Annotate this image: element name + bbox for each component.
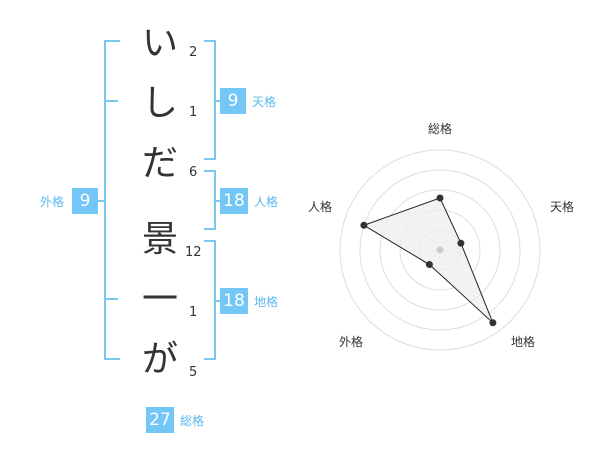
radar-label-jinkaku: 人格 bbox=[308, 200, 333, 214]
radar-point-tenkaku bbox=[457, 239, 465, 247]
radar-point-soukaku bbox=[436, 194, 444, 202]
radar-label-gaikaku: 外格 bbox=[339, 335, 364, 349]
jinkaku-label: 人格 bbox=[254, 195, 279, 209]
stroke-count-2: 1 bbox=[189, 105, 198, 120]
radar-point-chikaku bbox=[489, 319, 497, 327]
tenkaku-label: 天格 bbox=[252, 95, 277, 109]
name-char-5: 一 bbox=[141, 279, 178, 320]
radar-ring bbox=[379, 189, 501, 311]
radar-ring bbox=[359, 169, 521, 331]
soukaku-value: 27 bbox=[146, 407, 174, 433]
name-char-4: 景 bbox=[141, 219, 178, 260]
radar-label-chikaku: 地格 bbox=[511, 335, 536, 349]
soukaku-label: 総格 bbox=[180, 414, 205, 428]
name-char-3: だ bbox=[141, 143, 178, 184]
stroke-count-5: 1 bbox=[189, 305, 198, 320]
stroke-count-4: 12 bbox=[185, 245, 202, 260]
stroke-count-6: 5 bbox=[189, 365, 198, 380]
chikaku-label: 地格 bbox=[254, 295, 279, 309]
name-char-6: が bbox=[141, 339, 178, 380]
stroke-count-1: 2 bbox=[189, 45, 198, 60]
radar-ring bbox=[339, 149, 541, 351]
radar-polygon bbox=[362, 197, 494, 324]
gaikaku-label: 外格 bbox=[40, 195, 65, 209]
name-char-1: い bbox=[141, 23, 178, 64]
jinkaku-value: 18 bbox=[220, 188, 248, 214]
gaikaku-value: 9 bbox=[72, 188, 98, 214]
radar-label-tenkaku: 天格 bbox=[550, 200, 575, 214]
radar-point-gaikaku bbox=[425, 261, 433, 269]
chikaku-value: 18 bbox=[220, 288, 248, 314]
radar-point-jinkaku bbox=[360, 221, 368, 229]
radar-label-soukaku: 総格 bbox=[428, 122, 453, 136]
name-char-2: し bbox=[141, 83, 178, 124]
radar-center bbox=[436, 246, 444, 254]
tenkaku-value: 9 bbox=[220, 88, 246, 114]
stroke-count-3: 6 bbox=[189, 165, 198, 180]
